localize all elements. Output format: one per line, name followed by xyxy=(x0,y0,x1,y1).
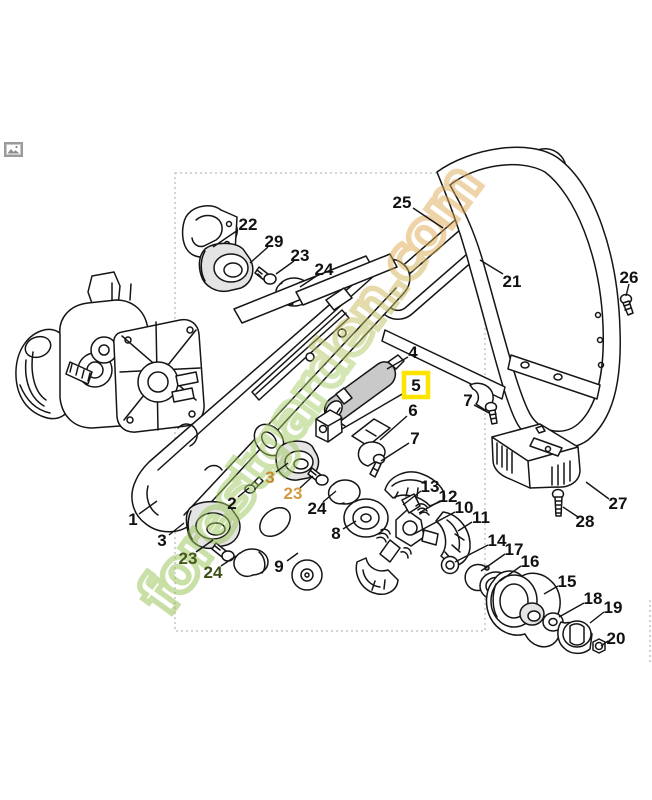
highlighted-part-box xyxy=(401,370,431,400)
part-number-label: 19 xyxy=(604,598,623,617)
broken-image-glyph xyxy=(6,144,21,155)
part-8-washer xyxy=(343,498,389,538)
part-engine-assembly xyxy=(15,271,205,433)
part-number-label: 7 xyxy=(463,391,472,410)
part-number-label: 4 xyxy=(408,343,418,362)
leader-line xyxy=(418,500,441,514)
leader-line xyxy=(479,259,504,275)
part-15-clutch-drum xyxy=(485,570,561,648)
leader-line xyxy=(589,611,605,624)
part-number-label: 23 xyxy=(179,549,198,568)
leader-line xyxy=(543,585,559,595)
part-number-label: 11 xyxy=(472,508,490,527)
part-19-sleeve xyxy=(557,620,593,655)
part-2-screw xyxy=(244,476,264,494)
leader-line xyxy=(562,506,579,518)
part-number-label: 7 xyxy=(410,429,419,448)
part-23-screw-mid xyxy=(307,467,329,486)
leader-line xyxy=(473,404,490,414)
leader-line xyxy=(212,229,239,248)
part-24-cap-lower xyxy=(233,548,269,578)
part-9-washer xyxy=(291,559,323,591)
part-5-tensioner-nut xyxy=(315,409,343,443)
part-24-cap-mid xyxy=(327,479,361,505)
broken-image-icon xyxy=(4,142,23,157)
part-number-label: 21 xyxy=(503,272,522,291)
part-21-handlebar xyxy=(381,146,621,449)
leader-line xyxy=(341,392,405,430)
part-number-label: 1 xyxy=(128,510,137,529)
leader-line xyxy=(275,260,295,275)
part-number-label: 26 xyxy=(620,268,639,287)
part-number-label: 20 xyxy=(607,629,626,648)
part-number-label: 2 xyxy=(227,494,236,513)
leader-line xyxy=(558,602,585,618)
part-3-bushing-lower xyxy=(185,500,241,550)
leader-line xyxy=(600,640,609,647)
part-7-screw-right xyxy=(484,401,498,425)
leader-line xyxy=(220,555,237,567)
leader-line xyxy=(342,520,357,530)
part-14-ring xyxy=(440,555,460,575)
part-27-handle-block xyxy=(491,423,581,489)
leader-line xyxy=(585,481,610,500)
part-26-screw xyxy=(619,293,634,316)
part-number-label: 23 xyxy=(291,246,310,265)
part-number-label: 15 xyxy=(558,572,577,591)
part-number-label: 3 xyxy=(265,468,274,487)
leader-line xyxy=(402,490,422,506)
leader-line xyxy=(386,356,409,370)
part-29-ring-bushing xyxy=(198,242,254,293)
part-number-label: 25 xyxy=(393,193,412,212)
leader-line xyxy=(286,552,299,562)
leader-line xyxy=(138,500,158,515)
part-number-label: 16 xyxy=(521,552,540,571)
leader-line xyxy=(625,283,630,297)
part-23-screw-top xyxy=(254,266,277,285)
leader-line xyxy=(380,442,410,462)
leader-line xyxy=(249,246,269,264)
leader-line xyxy=(379,415,408,441)
part-clutch-assembly xyxy=(355,471,471,595)
part-3-bushing-upper xyxy=(275,440,320,481)
part-number-label: 24 xyxy=(308,499,327,518)
part-number-label: 3 xyxy=(157,531,166,550)
part-number-label: 17 xyxy=(505,540,524,559)
leader-line xyxy=(457,521,473,532)
part-number-label: 22 xyxy=(239,215,258,234)
part-number-label: 27 xyxy=(609,494,628,513)
leader-line xyxy=(168,522,185,536)
part-number-label: 9 xyxy=(274,557,283,576)
part-number-label: 18 xyxy=(584,589,603,608)
highlighted-part-label: 5 xyxy=(411,376,420,395)
part-number-label: 23 xyxy=(284,484,303,503)
part-number-label: 29 xyxy=(265,232,284,251)
part-1-cover-plate xyxy=(131,253,411,538)
part-number-label: 12 xyxy=(439,487,458,506)
leader-line xyxy=(237,487,250,498)
part-number-label: 8 xyxy=(331,524,340,543)
leader-line xyxy=(299,274,319,288)
part-number-label: 6 xyxy=(408,401,417,420)
part-number-label: 24 xyxy=(315,260,334,279)
leader-line xyxy=(322,490,337,503)
part-number-label: 24 xyxy=(204,563,223,582)
leader-line xyxy=(413,511,456,535)
leader-line xyxy=(299,475,314,489)
leader-line xyxy=(480,553,506,572)
part-28-screw xyxy=(551,488,565,517)
leader-line xyxy=(195,539,214,553)
leader-line xyxy=(412,207,444,229)
part-number-label: 10 xyxy=(455,498,474,517)
leader-line xyxy=(454,544,489,563)
part-number-label: 13 xyxy=(421,477,440,496)
leader-line xyxy=(499,565,522,582)
part-number-label: 14 xyxy=(488,531,507,550)
part-number-label: 28 xyxy=(576,512,595,531)
part-20-nut xyxy=(592,638,606,654)
leader-line xyxy=(275,462,289,473)
